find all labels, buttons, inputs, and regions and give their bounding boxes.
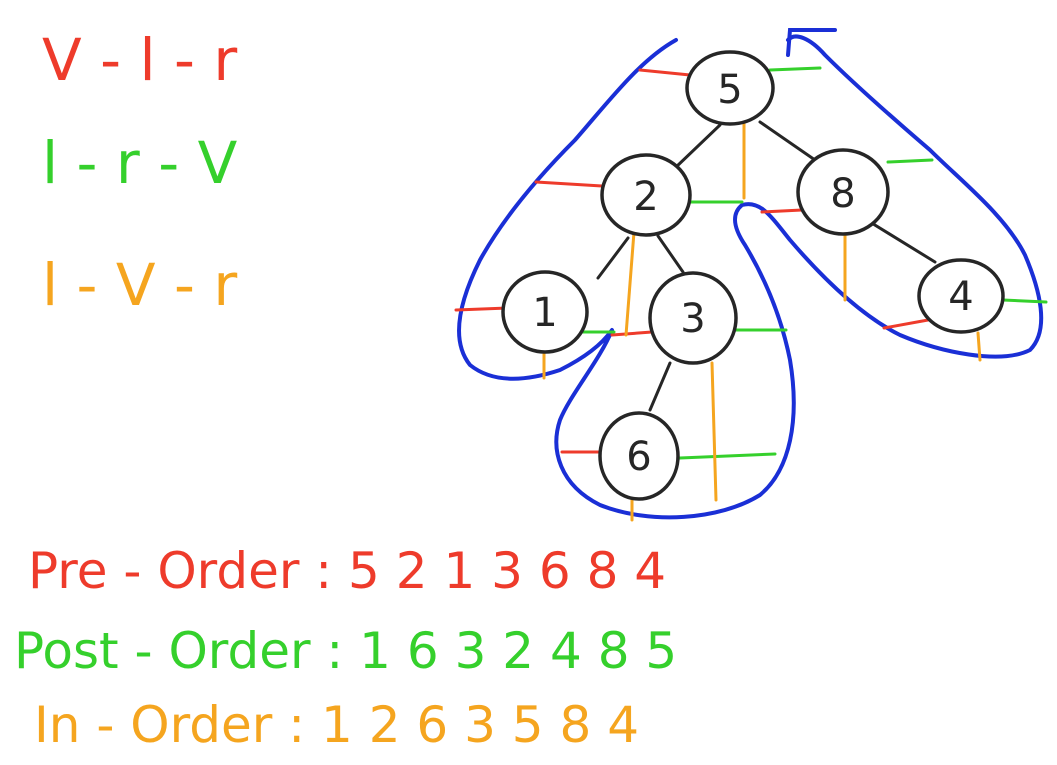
edge-3-6 [648,361,672,412]
postorder-result: Post - Order : 1 6 3 2 4 8 5 [14,622,677,680]
inorder-ticks [542,116,982,522]
traversal-rules: V - l - r l - r - V l - V - r [42,26,238,319]
pre-tick-3 [610,330,654,337]
pre-tick-5 [638,68,692,77]
edge-2-3 [656,234,685,274]
node-8: 8 [796,148,890,236]
pre-tick-2 [534,180,604,188]
tree-nodes: 5 2 8 1 3 4 6 [501,50,1005,501]
rule-preorder: V - l - r [42,26,237,94]
rule-postorder: l - r - V [42,129,238,197]
tree-edges [596,120,937,412]
node-4-label: 4 [948,274,973,320]
node-2: 2 [600,153,692,237]
preorder-result: Pre - Order : 5 2 1 3 6 8 4 [28,542,666,600]
preorder-ticks [454,68,930,454]
node-3: 3 [648,271,738,365]
node-6: 6 [598,411,680,501]
edge-2-1 [596,236,630,280]
inorder-result: In - Order : 1 2 6 3 5 8 4 [34,696,639,754]
node-5-label: 5 [717,67,742,113]
node-1: 1 [501,270,589,354]
pre-tick-1 [454,306,510,312]
in-tick-3 [710,361,718,502]
edge-5-2 [673,123,722,170]
edge-5-8 [758,120,817,162]
node-4: 4 [917,258,1005,334]
euler-tour-contour [457,34,1044,520]
in-tick-2 [624,230,636,337]
pre-tick-4 [882,318,930,330]
rule-inorder: l - V - r [42,251,237,319]
traversal-results: Pre - Order : 5 2 1 3 6 8 4 Post - Order… [14,542,677,754]
node-6-label: 6 [626,434,651,480]
node-3-label: 3 [680,296,705,342]
in-tick-4 [976,331,982,362]
contour-arrowhead [786,28,837,57]
post-tick-5 [768,66,822,72]
node-1-label: 1 [532,290,557,336]
post-tick-4 [1001,298,1048,304]
post-tick-8 [886,158,934,164]
post-tick-6 [678,452,777,460]
postorder-ticks [576,66,1048,460]
pre-tick-8 [760,208,804,214]
edge-8-4 [868,220,937,264]
node-5: 5 [685,50,775,126]
node-8-label: 8 [830,171,855,217]
node-2-label: 2 [633,174,658,220]
